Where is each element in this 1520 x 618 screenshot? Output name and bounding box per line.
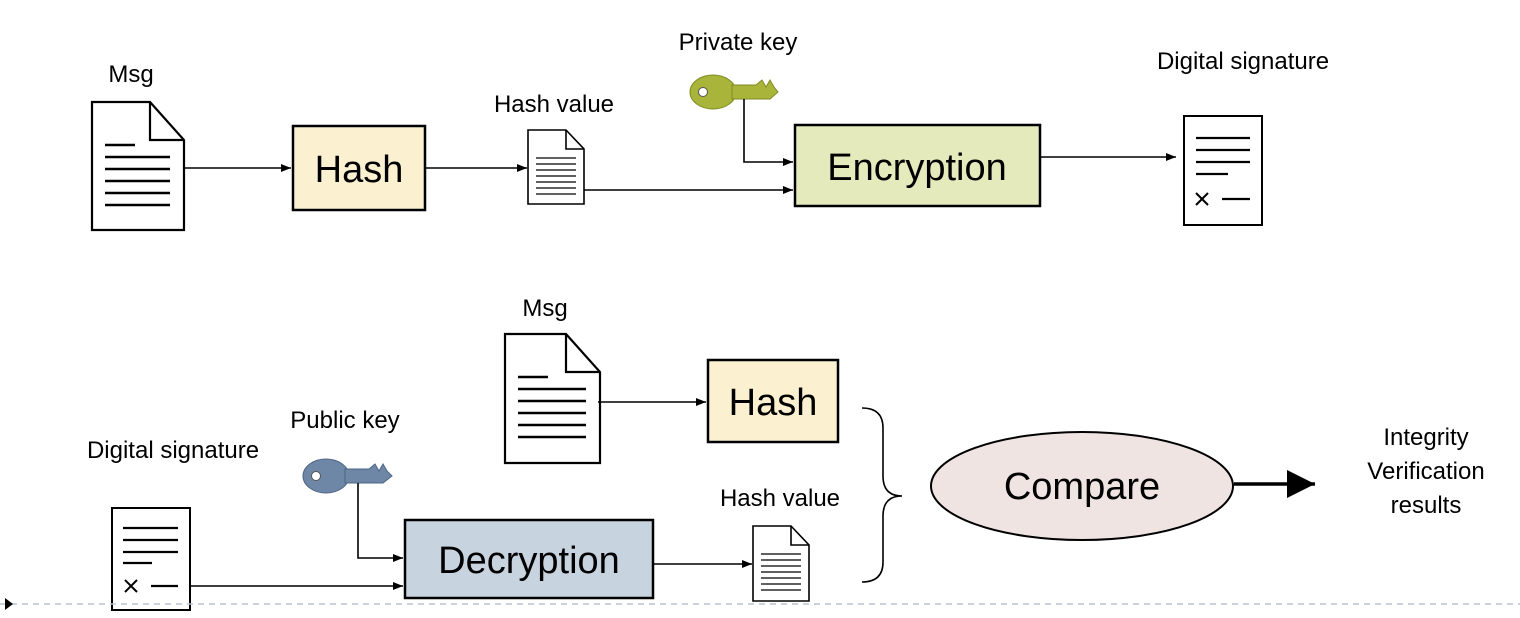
public-key-to-decryption-arrow xyxy=(357,483,403,562)
public-key-label: Public key xyxy=(290,407,399,434)
compare-brace xyxy=(861,407,903,583)
result-line-2: Verification xyxy=(1367,458,1484,485)
result-line-3: results xyxy=(1391,492,1462,519)
verify-hash-value-document-icon xyxy=(752,525,810,602)
verify-hash-box: Hash xyxy=(706,358,840,444)
encryption-box: Encryption xyxy=(793,123,1042,208)
verify-msg-label: Msg xyxy=(522,295,567,322)
hash-box-label: Hash xyxy=(315,149,404,191)
compare-ellipse: Compare xyxy=(930,431,1234,541)
private-key-icon xyxy=(689,74,779,110)
document-icon xyxy=(90,100,186,232)
msg-label: Msg xyxy=(108,61,153,88)
decryption-box-label: Decryption xyxy=(438,540,620,582)
verify-digital-signature-label: Digital signature xyxy=(87,437,259,464)
hash-box: Hash xyxy=(291,124,427,212)
compare-label: Compare xyxy=(1004,466,1160,508)
slide-marker-icon xyxy=(5,598,13,610)
hash-value-label: Hash value xyxy=(494,91,614,118)
public-key-icon xyxy=(302,458,393,494)
hash-value-document-icon xyxy=(527,129,585,205)
verify-hash-box-label: Hash xyxy=(729,382,818,424)
result-line-1: Integrity xyxy=(1383,424,1468,451)
verify-document-icon xyxy=(503,332,602,465)
digital-signature-label: Digital signature xyxy=(1157,48,1329,75)
verify-hash-value-label: Hash value xyxy=(720,485,840,512)
decryption-box: Decryption xyxy=(403,518,655,600)
result-text: Integrity Verification results xyxy=(1367,424,1484,519)
verify-signature-document-icon xyxy=(111,507,191,611)
private-key-label: Private key xyxy=(679,29,798,56)
encryption-box-label: Encryption xyxy=(827,147,1007,189)
private-key-to-encryption-arrow xyxy=(743,99,793,166)
signature-document-icon xyxy=(1183,115,1263,226)
